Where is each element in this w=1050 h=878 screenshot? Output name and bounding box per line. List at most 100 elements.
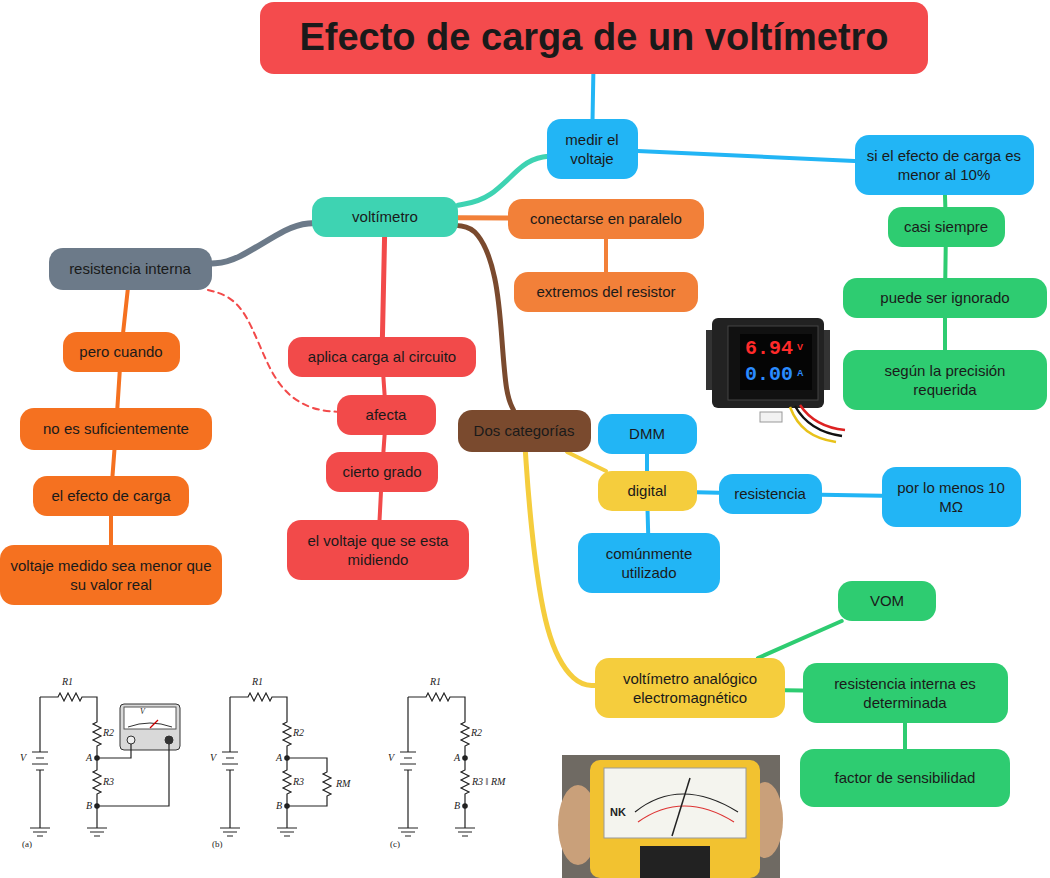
node-text: conectarse en paralelo	[530, 209, 682, 229]
node-text: voltímetro	[352, 207, 418, 227]
connector	[943, 195, 947, 207]
connector	[212, 223, 313, 263]
circuit-b	[220, 693, 297, 836]
analog-multimeter-photo	[558, 755, 783, 878]
topic-node: cierto grado	[326, 452, 438, 492]
figure-label: (a)	[22, 840, 32, 850]
node-text: DMM	[629, 424, 665, 444]
source-label: V	[210, 752, 216, 763]
node-text: según la precisión requerida	[853, 361, 1037, 400]
node-label: A	[86, 752, 92, 763]
connector	[109, 516, 113, 545]
connector	[380, 492, 381, 520]
resistor-label: R3 ‖ RM	[472, 776, 505, 787]
node-text: el voltaje que se esta midiendo	[297, 531, 459, 570]
resistor-label: R1	[252, 676, 263, 687]
topic-node: Dos categorías	[458, 410, 591, 452]
node-text: resistencia	[734, 484, 806, 504]
connector	[943, 247, 947, 278]
circuit-c	[398, 693, 475, 836]
node-label: B	[86, 800, 92, 811]
meter-face-label: V	[140, 708, 145, 717]
circuit-a	[30, 693, 107, 836]
node-text: puede ser ignorado	[880, 288, 1009, 308]
node-text: pero cuando	[79, 342, 162, 362]
node-text: por lo menos 10 MΩ	[892, 478, 1011, 517]
node-text: VOM	[870, 591, 904, 611]
topic-node: casi siempre	[888, 207, 1005, 247]
node-label: B	[276, 800, 282, 811]
connector	[604, 239, 608, 272]
node-label: B	[454, 800, 460, 811]
topic-node: resistencia interna es determinada	[803, 663, 1008, 723]
node-text: el efecto de carga	[51, 486, 170, 506]
topic-node: voltaje medido sea menor que su valor re…	[0, 545, 222, 605]
connector	[567, 452, 606, 471]
connector	[383, 377, 384, 395]
connector	[758, 621, 842, 658]
connector	[383, 435, 384, 452]
connector	[112, 450, 114, 476]
resistor-label: R1	[62, 676, 73, 687]
node-label: A	[454, 752, 460, 763]
topic-node: si el efecto de carga es menor al 10%	[855, 135, 1034, 195]
connector	[458, 215, 508, 220]
node-text: digital	[627, 481, 666, 501]
resistor-label: R3	[103, 776, 114, 787]
connector	[458, 226, 514, 410]
connector	[822, 493, 882, 498]
meter-reading: 6.94	[745, 338, 793, 360]
topic-node: voltímetro	[312, 197, 458, 237]
node-text: resistencia interna	[69, 259, 191, 279]
connector	[458, 156, 547, 205]
connector	[697, 490, 719, 495]
resistor-label: RM	[336, 778, 350, 789]
node-text: comúnmente utilizado	[588, 544, 710, 583]
connector	[591, 74, 596, 119]
connector	[903, 723, 907, 749]
node-text: aplica carga al circuito	[308, 347, 456, 367]
node-text: casi siempre	[904, 217, 988, 237]
resistor-label: R2	[293, 727, 304, 738]
node-text: voltaje medido sea menor que su valor re…	[10, 556, 212, 595]
source-label: V	[388, 752, 394, 763]
node-text: si el efecto de carga es menor al 10%	[865, 146, 1024, 185]
topic-node: voltímetro analógico electromagnético	[595, 658, 785, 718]
resistor-label: R1	[430, 676, 441, 687]
topic-node: factor de sensibilidad	[800, 749, 1010, 807]
resistor-label: R3	[293, 776, 304, 787]
connector	[785, 688, 803, 692]
panel-meter-photo	[706, 318, 845, 442]
topic-node: digital	[598, 471, 697, 511]
topic-node: VOM	[838, 581, 936, 621]
topic-node: pero cuando	[63, 332, 180, 372]
meter-unit: A	[797, 369, 804, 379]
node-text: factor de sensibilidad	[835, 768, 976, 788]
connector	[638, 151, 855, 161]
node-text: afecta	[366, 405, 407, 425]
node-text: no es suficientemente	[43, 419, 189, 439]
node-text: medir el voltaje	[557, 130, 628, 169]
topic-node: aplica carga al circuito	[288, 337, 476, 377]
meter-resistor-symbol	[287, 758, 331, 806]
resistor-label: R2	[103, 727, 114, 738]
topic-node: conectarse en paralelo	[508, 199, 704, 239]
resistor-label: R2	[471, 727, 482, 738]
topic-node: resistencia interna	[49, 248, 212, 290]
connector	[382, 237, 384, 337]
node-label: A	[276, 752, 282, 763]
topic-node: afecta	[337, 395, 436, 435]
topic-node: resistencia	[719, 474, 822, 514]
connector	[117, 372, 119, 408]
topic-node: el voltaje que se esta midiendo	[287, 520, 469, 580]
title-text: Efecto de carga de un voltímetro	[299, 13, 888, 62]
source-label: V	[20, 752, 26, 763]
connector	[943, 318, 947, 350]
title-box: Efecto de carga de un voltímetro	[260, 2, 928, 74]
node-text: resistencia interna es determinada	[813, 674, 998, 713]
node-text: cierto grado	[342, 462, 421, 482]
figure-label: (c)	[390, 840, 400, 850]
topic-node: según la precisión requerida	[843, 350, 1047, 410]
topic-node: extremos del resistor	[514, 272, 698, 312]
